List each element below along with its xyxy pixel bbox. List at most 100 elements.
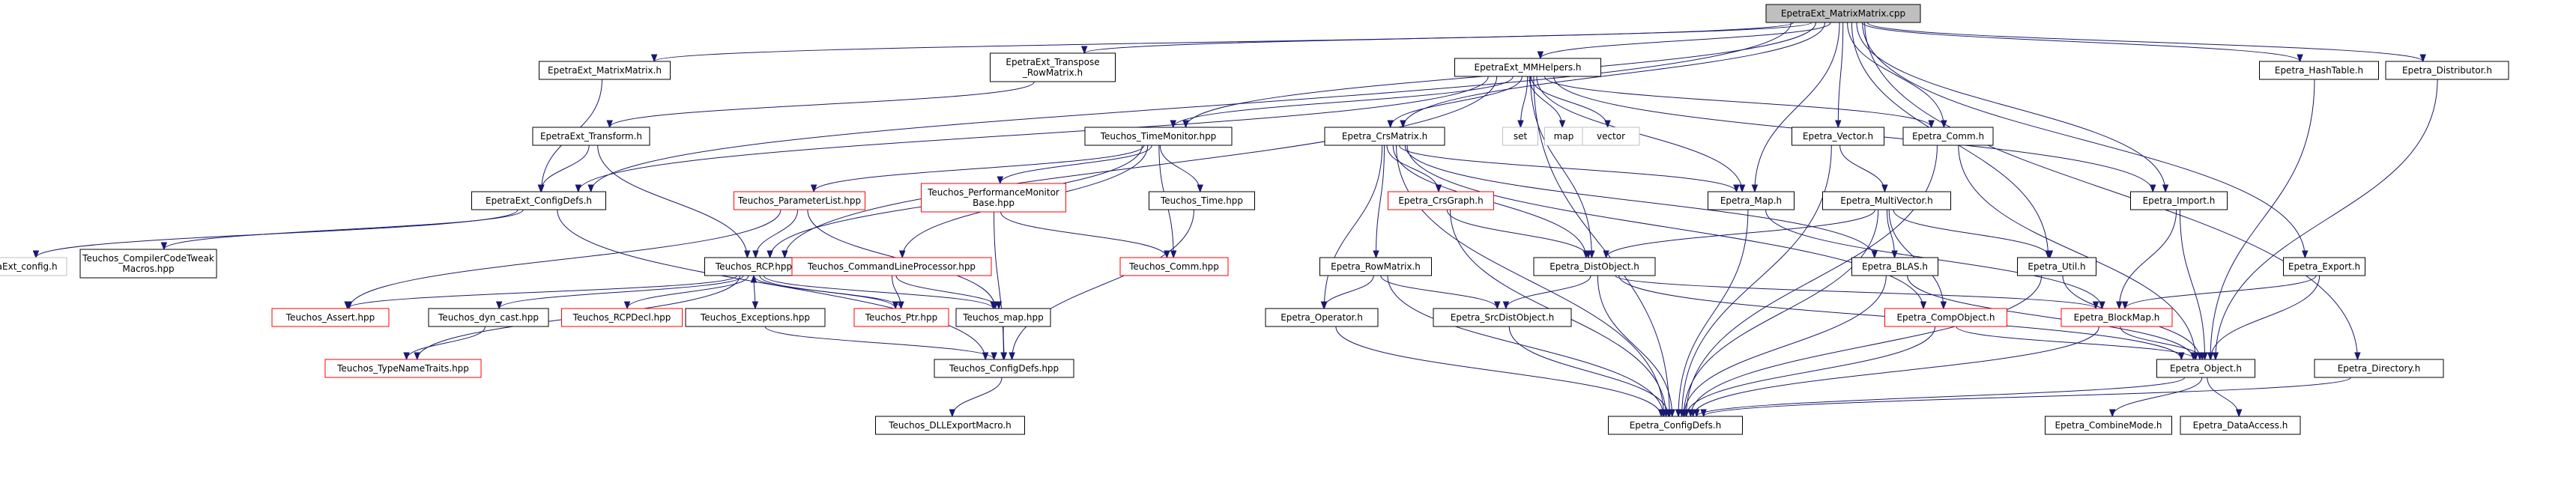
node-label: Teuchos_Time.hpp bbox=[1160, 195, 1243, 206]
edge-line bbox=[498, 275, 744, 309]
node-tdyn[interactable]: Teuchos_dyn_cast.hpp bbox=[428, 308, 549, 327]
edge-arrowhead bbox=[606, 120, 613, 129]
edge-eobj-to-ecm bbox=[2108, 377, 2203, 418]
node-ecd[interactable]: Epetra_ConfigDefs.h bbox=[1608, 416, 1743, 435]
edge-line bbox=[1684, 275, 1887, 417]
edge-etrans-to-ecfg bbox=[537, 145, 590, 193]
node-eeconfig[interactable]: EpetraExt_config.h bbox=[0, 257, 67, 276]
node-emv[interactable]: Epetra_MultiVector.h bbox=[1822, 191, 1951, 210]
edge-line bbox=[2118, 209, 2177, 309]
node-tmap[interactable]: Teuchos_map.hpp bbox=[955, 308, 1051, 327]
node-ttime[interactable]: Teuchos_Time.hpp bbox=[1149, 191, 1255, 210]
node-ttm[interactable]: Teuchos_TimeMonitor.hpp bbox=[1084, 127, 1233, 146]
edge-line bbox=[1866, 22, 2424, 62]
edge-arrowhead bbox=[1751, 184, 1759, 193]
node-label: Teuchos_DLLExportMacro.h bbox=[888, 420, 1012, 431]
node-ttnt[interactable]: Teuchos_TypeNameTraits.hpp bbox=[324, 359, 482, 378]
node-label: Teuchos_CommandLineProcessor.hpp bbox=[807, 261, 976, 272]
node-ecrs[interactable]: Epetra_CrsMatrix.h bbox=[1324, 127, 1445, 146]
node-label: Epetra_ConfigDefs.h bbox=[1630, 420, 1722, 431]
edge-line bbox=[597, 145, 748, 258]
node-ehash[interactable]: Epetra_HashTable.h bbox=[2259, 61, 2379, 80]
edge-arrowhead bbox=[781, 250, 788, 259]
node-eutil[interactable]: Epetra_Util.h bbox=[2017, 257, 2096, 276]
edge-tmap-to-tcfg bbox=[1000, 326, 1008, 361]
node-edistr[interactable]: Epetra_Distributor.h bbox=[2385, 61, 2509, 80]
node-ecfg[interactable]: EpetraExt_ConfigDefs.h bbox=[471, 191, 606, 210]
edge-arrowhead bbox=[2162, 184, 2169, 193]
node-box bbox=[734, 191, 865, 210]
node-eblas[interactable]: Epetra_BLAS.h bbox=[1851, 257, 1938, 276]
node-tcommhpp[interactable]: Teuchos_Comm.hpp bbox=[1119, 257, 1229, 276]
node-esrc[interactable]: Epetra_SrcDistObject.h bbox=[1433, 308, 1572, 327]
edge-trcp-to-tdyn bbox=[495, 275, 744, 310]
node-eobj[interactable]: Epetra_Object.h bbox=[2156, 359, 2255, 378]
node-etr_h[interactable]: EpetraExt_Transpose_RowMatrix.h bbox=[990, 52, 1116, 82]
edge-line bbox=[1862, 22, 2306, 258]
node-box bbox=[532, 127, 650, 146]
node-tptr[interactable]: Teuchos_Ptr.hpp bbox=[853, 308, 949, 327]
edge-emv-to-edo bbox=[1603, 209, 1875, 259]
node-ecobj[interactable]: Epetra_CompObject.h bbox=[1884, 308, 2007, 327]
node-ecomm[interactable]: Epetra_Comm.h bbox=[1902, 127, 1994, 146]
edge-trcp-to-tmap bbox=[763, 275, 997, 310]
node-box bbox=[539, 61, 671, 80]
node-etrans[interactable]: EpetraExt_Transform.h bbox=[532, 127, 650, 146]
node-edir[interactable]: Epetra_Directory.h bbox=[2314, 359, 2444, 378]
node-emap[interactable]: Epetra_Map.h bbox=[1708, 191, 1795, 210]
node-vector[interactable]: vector bbox=[1582, 127, 1640, 146]
edge-arrowhead bbox=[995, 301, 1003, 310]
node-label: Epetra_Operator.h bbox=[1281, 312, 1363, 323]
edge-arrowhead bbox=[752, 250, 759, 259]
edge-line bbox=[755, 209, 799, 258]
edge-ecobj-to-eobj bbox=[1956, 326, 2199, 361]
edge-erowm-to-esrc bbox=[1380, 275, 1501, 310]
node-label: Epetra_DataAccess.h bbox=[2193, 420, 2288, 431]
edge-line bbox=[1446, 209, 1589, 258]
node-ebm[interactable]: Epetra_BlockMap.h bbox=[2061, 308, 2173, 327]
edge-ecrs-to-eop bbox=[1321, 145, 1383, 310]
edge-arrowhead bbox=[991, 352, 997, 361]
node-box bbox=[1433, 308, 1572, 327]
node-evec[interactable]: Epetra_Vector.h bbox=[1792, 127, 1884, 146]
node-trcp[interactable]: Teuchos_RCP.hpp bbox=[704, 257, 803, 276]
edge-trcp-to-trcpdecl bbox=[623, 275, 749, 310]
edge-emh_h-to-ecfg bbox=[575, 76, 1489, 193]
edge-line bbox=[163, 209, 524, 250]
node-texc[interactable]: Teuchos_Exceptions.hpp bbox=[685, 308, 826, 327]
node-ecm[interactable]: Epetra_CombineMode.h bbox=[2045, 416, 2172, 435]
node-tclp[interactable]: Teuchos_CommandLineProcessor.hpp bbox=[791, 257, 992, 276]
node-ecg[interactable]: Epetra_CrsGraph.h bbox=[1388, 191, 1494, 210]
node-trcpdecl[interactable]: Teuchos_RCPDecl.hpp bbox=[561, 308, 683, 327]
node-erowm[interactable]: Epetra_RowMatrix.h bbox=[1319, 257, 1432, 276]
node-edo[interactable]: Epetra_DistObject.h bbox=[1533, 257, 1656, 276]
node-root[interactable]: EpetraExt_MatrixMatrix.cpp bbox=[1765, 4, 1921, 23]
edge-root-to-ecfg bbox=[587, 22, 1792, 193]
edge-line bbox=[1530, 76, 1592, 258]
node-eexp[interactable]: Epetra_Export.h bbox=[2283, 257, 2365, 276]
node-eop[interactable]: Epetra_Operator.h bbox=[1265, 308, 1379, 327]
edge-ttm-to-tpl bbox=[810, 145, 1145, 193]
node-tassert[interactable]: Teuchos_Assert.hpp bbox=[271, 308, 390, 327]
node-eimp[interactable]: Epetra_Import.h bbox=[2130, 191, 2228, 210]
node-box bbox=[428, 308, 549, 327]
edge-line bbox=[1159, 145, 1201, 192]
node-box bbox=[1454, 58, 1601, 77]
node-box bbox=[1502, 127, 1538, 146]
node-eda[interactable]: Epetra_DataAccess.h bbox=[2180, 416, 2301, 435]
edge-arrowhead bbox=[2354, 352, 2361, 361]
node-tpl[interactable]: Teuchos_ParameterList.hpp bbox=[734, 191, 865, 210]
node-emh_h[interactable]: EpetraExt_MMHelpers.h bbox=[1454, 58, 1601, 77]
edge-line bbox=[1683, 209, 1879, 417]
node-tdll[interactable]: Teuchos_DLLExportMacro.h bbox=[875, 416, 1025, 435]
node-emm_h[interactable]: EpetraExt_MatrixMatrix.h bbox=[539, 61, 671, 80]
edge-arrowhead bbox=[899, 250, 906, 259]
edge-arrowhead bbox=[1387, 120, 1394, 129]
node-tcfg[interactable]: Teuchos_ConfigDefs.hpp bbox=[934, 359, 1074, 378]
node-box bbox=[1851, 257, 1938, 276]
node-set[interactable]: set bbox=[1502, 127, 1538, 146]
node-map[interactable]: map bbox=[1544, 127, 1583, 146]
edge-emv-to-eutil bbox=[1893, 209, 2054, 259]
